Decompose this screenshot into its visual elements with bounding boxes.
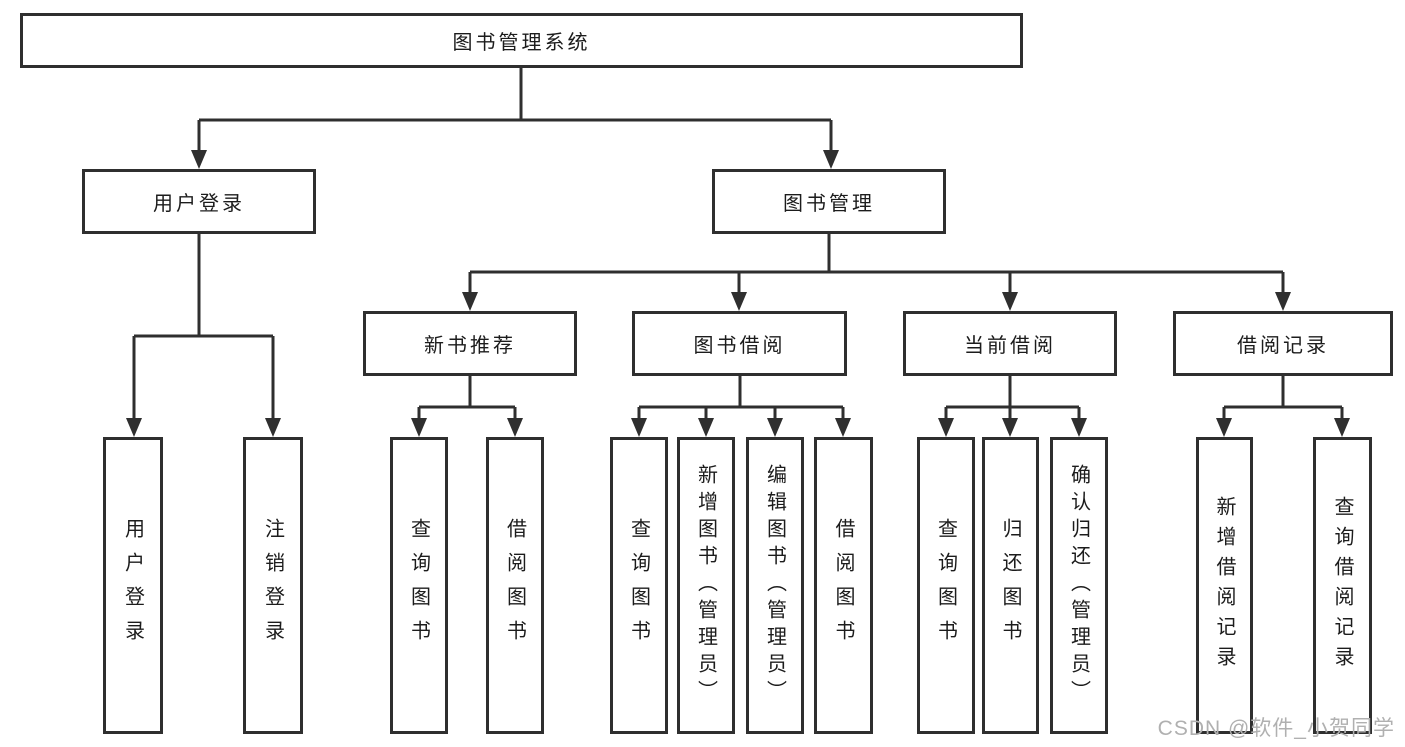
arrow-down-icon xyxy=(1334,418,1350,437)
node-label: 当前借阅 xyxy=(964,335,1056,357)
node-label: 新增图书（管理员） xyxy=(694,464,717,707)
arrow-down-icon xyxy=(462,292,478,311)
node-label: 查询图书 xyxy=(934,517,957,654)
node-label: 图书管理系统 xyxy=(452,32,591,54)
leaf-add-borrow-record: 新增借阅记录 xyxy=(1196,437,1253,734)
node-label: 新书推荐 xyxy=(424,335,516,357)
arrow-down-icon xyxy=(731,292,747,311)
leaf-query-book-borrow: 查询图书 xyxy=(610,437,668,734)
node-label: 借阅记录 xyxy=(1237,335,1329,357)
arrow-down-icon xyxy=(265,418,281,437)
leaf-query-book-recommend: 查询图书 xyxy=(390,437,448,734)
node-label: 查询借阅记录 xyxy=(1331,495,1353,676)
node-label: 编辑图书（管理员） xyxy=(763,464,786,707)
connector-line xyxy=(637,376,845,420)
leaf-query-borrow-record: 查询借阅记录 xyxy=(1313,437,1372,734)
node-label: 用户登录 xyxy=(121,517,144,654)
leaf-add-book-admin: 新增图书（管理员） xyxy=(677,437,735,734)
arrow-down-icon xyxy=(835,418,851,437)
arrow-down-icon xyxy=(126,418,142,437)
leaf-return-book: 归还图书 xyxy=(982,437,1039,734)
node-new-book-recommend: 新书推荐 xyxy=(363,311,577,376)
leaf-query-book-current: 查询图书 xyxy=(917,437,975,734)
arrow-down-icon xyxy=(823,150,839,169)
node-label: 归还图书 xyxy=(999,517,1021,654)
node-user-login: 用户登录 xyxy=(82,169,316,234)
node-label: 图书借阅 xyxy=(693,335,786,357)
node-label: 新增借阅记录 xyxy=(1213,495,1235,676)
connector-line xyxy=(468,234,1285,293)
arrow-down-icon xyxy=(191,150,207,169)
connector-line xyxy=(417,376,517,420)
leaf-borrow-book-recommend: 借阅图书 xyxy=(486,437,544,734)
node-label: 图书管理 xyxy=(783,193,875,215)
connector-line xyxy=(132,234,275,419)
node-root: 图书管理系统 xyxy=(20,13,1023,68)
arrow-down-icon xyxy=(1002,292,1018,311)
leaf-edit-book-admin: 编辑图书（管理员） xyxy=(746,437,804,734)
connector-line xyxy=(197,66,833,151)
arrow-down-icon xyxy=(1071,418,1087,437)
arrow-down-icon xyxy=(1002,418,1018,437)
node-book-borrow: 图书借阅 xyxy=(632,311,847,376)
node-label: 查询图书 xyxy=(627,517,650,654)
node-current-borrow: 当前借阅 xyxy=(903,311,1117,376)
node-book-management: 图书管理 xyxy=(712,169,946,234)
connector-line xyxy=(944,376,1081,420)
node-label: 借阅图书 xyxy=(503,517,526,654)
arrow-down-icon xyxy=(631,418,647,437)
leaf-user-login: 用户登录 xyxy=(103,437,163,734)
arrow-down-icon xyxy=(1275,292,1291,311)
node-label: 用户登录 xyxy=(153,193,245,215)
arrow-down-icon xyxy=(411,418,427,437)
arrow-down-icon xyxy=(938,418,954,437)
connector-line xyxy=(1222,376,1344,420)
arrow-down-icon xyxy=(698,418,714,437)
leaf-confirm-return-admin: 确认归还（管理员） xyxy=(1050,437,1108,734)
leaf-logout: 注销登录 xyxy=(243,437,303,734)
node-label: 确认归还（管理员） xyxy=(1067,464,1090,707)
node-borrow-records: 借阅记录 xyxy=(1173,311,1393,376)
leaf-borrow-book: 借阅图书 xyxy=(814,437,873,734)
csdn-watermark: CSDN @软件_小贺同学 xyxy=(1157,717,1395,740)
arrow-down-icon xyxy=(767,418,783,437)
arrow-down-icon xyxy=(507,418,523,437)
arrow-down-icon xyxy=(1216,418,1232,437)
node-label: 注销登录 xyxy=(261,517,284,654)
node-label: 借阅图书 xyxy=(832,517,854,654)
node-label: 查询图书 xyxy=(407,517,430,654)
